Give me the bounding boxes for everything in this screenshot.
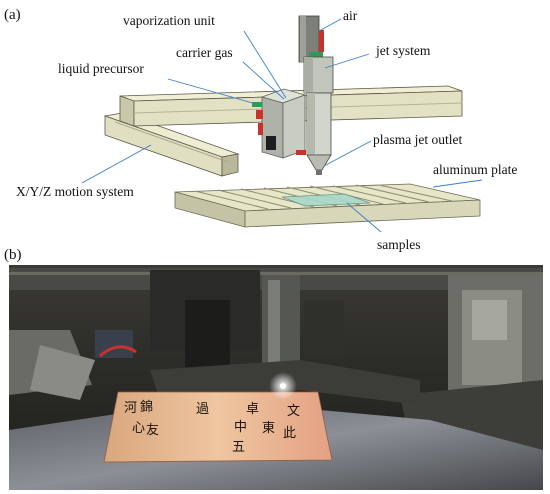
panel-a-label: (a) <box>4 7 21 23</box>
label-aluminum-plate: aluminum plate <box>433 162 517 177</box>
panel-b-label: (b) <box>4 247 22 263</box>
paper-sign: 東 <box>262 420 275 436</box>
leader-liquid-precursor <box>167 78 257 105</box>
label-plasma-jet-outlet: plasma jet outlet <box>373 132 462 147</box>
leader-xyz-motion <box>81 144 152 184</box>
label-vaporization-unit: vaporization unit <box>123 13 215 28</box>
leader-carrier-gas <box>242 61 285 100</box>
paper-sign: 友 <box>146 422 159 438</box>
paper-sign: 文 <box>287 404 300 419</box>
inlet-pipes <box>252 102 263 135</box>
label-air: air <box>343 8 358 23</box>
photo-paper-signs: 過 錦 卓 文 中 五 東 此 河 心 友 <box>124 399 300 455</box>
leader-air <box>318 18 342 32</box>
jet-system <box>296 15 334 175</box>
leader-aluminum-plate <box>432 179 483 188</box>
leader-samples <box>346 202 382 233</box>
leader-vaporization-unit <box>243 30 287 99</box>
label-carrier-gas: carrier gas <box>176 45 233 60</box>
label-xyz-motion-system: X/Y/Z motion system <box>16 184 134 199</box>
paper-sign: 心 <box>132 421 145 436</box>
vaporization-unit <box>260 88 307 159</box>
paper-sign: 河 <box>124 401 137 416</box>
leader-jet-system <box>324 53 370 69</box>
paper-sign: 此 <box>283 426 296 441</box>
label-samples: samples <box>377 237 421 252</box>
paper-sign: 過 <box>196 402 209 417</box>
label-liquid-precursor: liquid precursor <box>58 61 144 76</box>
paper-sign: 錦 <box>140 399 153 415</box>
samples-patch <box>281 193 371 207</box>
leader-plasma-jet-outlet <box>323 140 372 167</box>
aluminum-plate <box>174 183 481 228</box>
paper-sign: 五 <box>232 440 245 455</box>
paper-sign: 卓 <box>246 402 259 417</box>
paper-sign: 中 <box>234 420 247 435</box>
label-jet-system: jet system <box>375 43 431 58</box>
leader-lines <box>81 18 483 233</box>
setup-photograph <box>9 265 543 490</box>
